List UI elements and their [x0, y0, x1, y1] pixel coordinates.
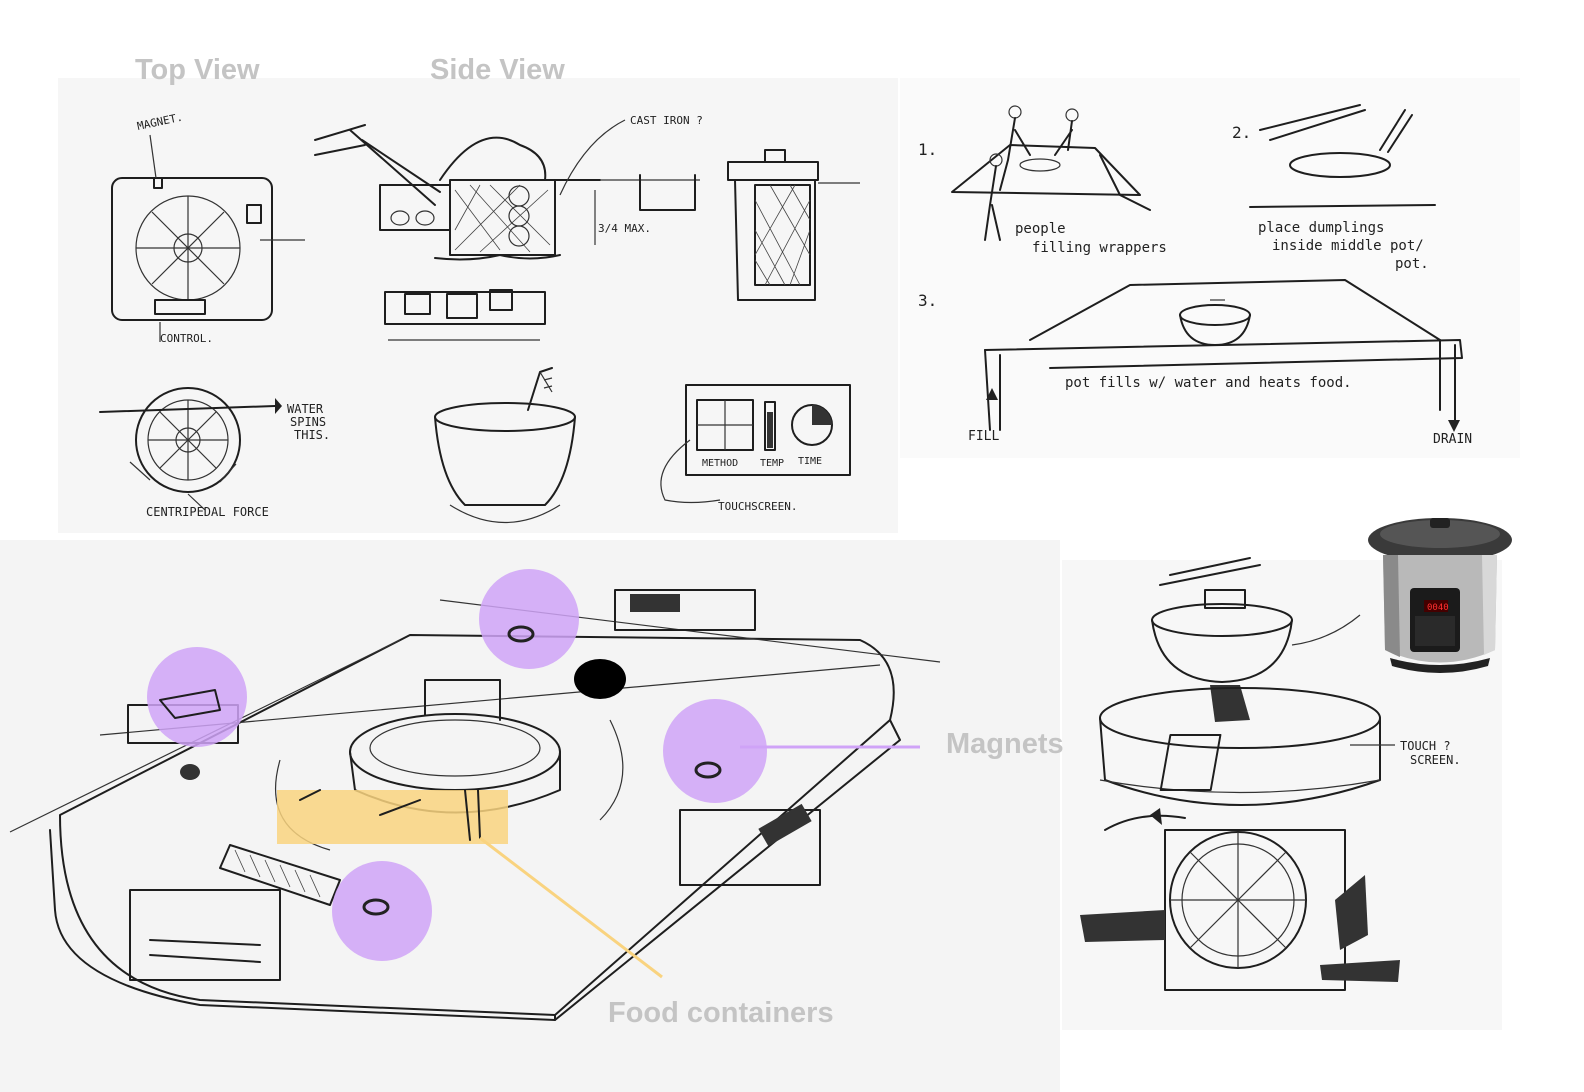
note-step3-num: 3.: [918, 291, 937, 310]
control-dot: [574, 659, 626, 699]
food-container-strokes: [299, 789, 481, 841]
magnet-mark-bottom: [362, 898, 390, 916]
note-water-1: WATER: [287, 402, 324, 416]
note-step2-text-1: place dumplings: [1258, 220, 1384, 236]
side-view-title: Side View: [430, 54, 565, 86]
note-step2-text-2: inside middle pot/: [1272, 238, 1424, 254]
magnet-mark-right: [694, 761, 722, 779]
note-time: TIME: [798, 456, 822, 467]
note-touchscreen: TOUCHSCREEN.: [718, 500, 797, 513]
note-centripedal: CENTRIPEDAL FORCE: [146, 505, 269, 519]
note-cast-iron: CAST IRON ?: [630, 114, 703, 127]
food-callout-line: [479, 836, 663, 979]
magnet-highlight-bottom: [332, 861, 432, 961]
pressure-cooker-image: 0040: [1368, 518, 1512, 673]
food-containers-label: Food containers: [608, 997, 834, 1029]
magnet-highlight-left: [147, 647, 247, 747]
note-max: 3/4 MAX.: [598, 222, 651, 235]
note-step2-num: 2.: [1232, 123, 1251, 142]
magnet-highlight-right: [663, 699, 767, 803]
note-fill: FILL: [968, 429, 999, 444]
centripedal-wheel-sketch: [99, 387, 282, 511]
note-step3-text: pot fills w/ water and heats food.: [1065, 375, 1352, 391]
note-step1-text-1: people: [1015, 221, 1066, 237]
note-method: METHOD: [702, 458, 738, 469]
exploded-view-sketch: [1080, 557, 1400, 991]
magnet-highlights: [147, 569, 767, 961]
magnets-label: Magnets: [946, 728, 1064, 760]
food-container-highlight: [277, 790, 508, 844]
note-magnet: MAGNET.: [136, 111, 184, 133]
note-step2-text-3: pot.: [1395, 256, 1429, 272]
note-water-3: THIS.: [294, 428, 330, 442]
note-touch-screen-q: TOUCH ?: [1400, 739, 1451, 753]
svg-text:0040: 0040: [1427, 603, 1449, 613]
sketch-sheet-topright: [900, 78, 1520, 458]
magnet-mark-left: [159, 689, 221, 719]
side-view-sketch: [314, 119, 860, 524]
note-touch-screen-q2: SCREEN.: [1410, 753, 1461, 767]
note-control: CONTROL.: [160, 332, 213, 345]
magnet-highlight-top: [479, 569, 579, 669]
note-water-2: SPINS: [290, 415, 326, 429]
storyboard-sketch: [951, 104, 1463, 432]
note-step1-text-2: filling wrappers: [1032, 240, 1167, 256]
note-temp: TEMP: [760, 458, 784, 469]
note-step1-num: 1.: [918, 140, 937, 159]
note-drain: DRAIN: [1433, 432, 1472, 447]
top-view-title: Top View: [135, 54, 260, 86]
top-view-sketch: [111, 134, 305, 342]
magnet-mark-top: [507, 625, 535, 643]
